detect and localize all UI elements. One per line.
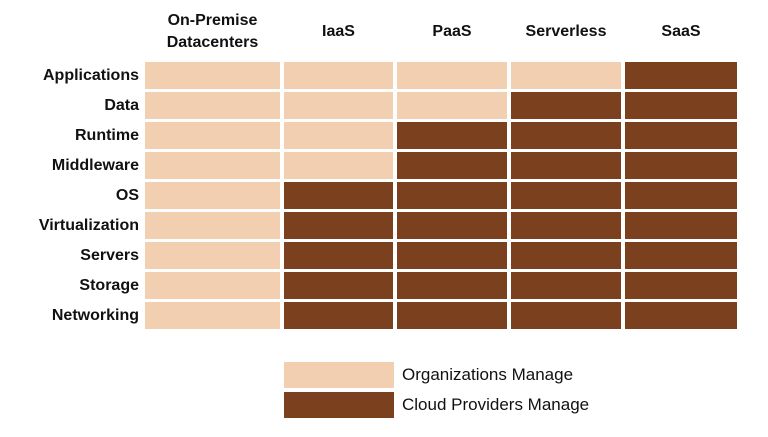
legend-label-organization: Organizations Manage	[402, 365, 574, 384]
matrix-cell	[625, 152, 737, 179]
column-header-3: Serverless	[525, 23, 607, 40]
matrix-cell	[625, 122, 737, 149]
matrix-cell	[284, 242, 393, 269]
row-label-2: Runtime	[75, 127, 139, 144]
matrix-cell	[397, 92, 507, 119]
column-header-1: IaaS	[322, 23, 355, 40]
matrix-cell	[284, 212, 393, 239]
matrix-cell	[625, 182, 737, 209]
matrix-cell	[145, 92, 280, 119]
matrix-cell	[284, 122, 393, 149]
matrix-cell	[284, 272, 393, 299]
matrix-cell	[397, 302, 507, 329]
matrix-cell	[284, 182, 393, 209]
matrix-cell	[625, 92, 737, 119]
matrix-cell	[511, 272, 621, 299]
row-label-4: OS	[115, 187, 139, 204]
matrix-cell	[145, 152, 280, 179]
legend-swatch-organization	[284, 362, 394, 388]
matrix-cell	[284, 152, 393, 179]
row-label-1: Data	[104, 97, 139, 114]
row-label-6: Servers	[80, 247, 139, 264]
matrix-cell	[625, 302, 737, 329]
matrix-cell	[625, 212, 737, 239]
matrix-cell	[397, 182, 507, 209]
matrix-cell	[511, 62, 621, 89]
matrix-cell	[145, 62, 280, 89]
matrix-cell	[511, 92, 621, 119]
legend-label-provider: Cloud Providers Manage	[402, 395, 590, 414]
row-label-8: Networking	[51, 307, 139, 324]
matrix-cell	[397, 62, 507, 89]
matrix-cell	[397, 242, 507, 269]
matrix-cell	[511, 212, 621, 239]
row-label-5: Virtualization	[38, 217, 139, 234]
matrix-cell	[145, 272, 280, 299]
column-header-2: PaaS	[432, 23, 472, 40]
matrix-cell	[397, 272, 507, 299]
matrix-cell	[625, 62, 737, 89]
matrix-cell	[511, 302, 621, 329]
matrix-cell	[511, 242, 621, 269]
column-header-0: On-Premise Datacenters	[166, 12, 259, 51]
matrix-cell	[145, 302, 280, 329]
matrix-cell	[145, 212, 280, 239]
matrix-cell	[511, 122, 621, 149]
matrix-cell	[625, 242, 737, 269]
matrix-cell	[511, 182, 621, 209]
column-header-4: SaaS	[661, 23, 701, 40]
matrix-cell	[145, 182, 280, 209]
matrix-cell	[511, 152, 621, 179]
matrix-cell	[284, 92, 393, 119]
row-label-3: Middleware	[51, 157, 139, 174]
matrix-cell	[284, 62, 393, 89]
row-label-0: Applications	[42, 67, 139, 84]
matrix-cell	[397, 212, 507, 239]
legend-swatch-provider	[284, 392, 394, 418]
matrix-cell	[397, 122, 507, 149]
row-label-7: Storage	[79, 277, 139, 294]
matrix-cell	[145, 122, 280, 149]
matrix-cell	[625, 272, 737, 299]
matrix-cell	[145, 242, 280, 269]
matrix-cell	[284, 302, 393, 329]
matrix-cell	[397, 152, 507, 179]
